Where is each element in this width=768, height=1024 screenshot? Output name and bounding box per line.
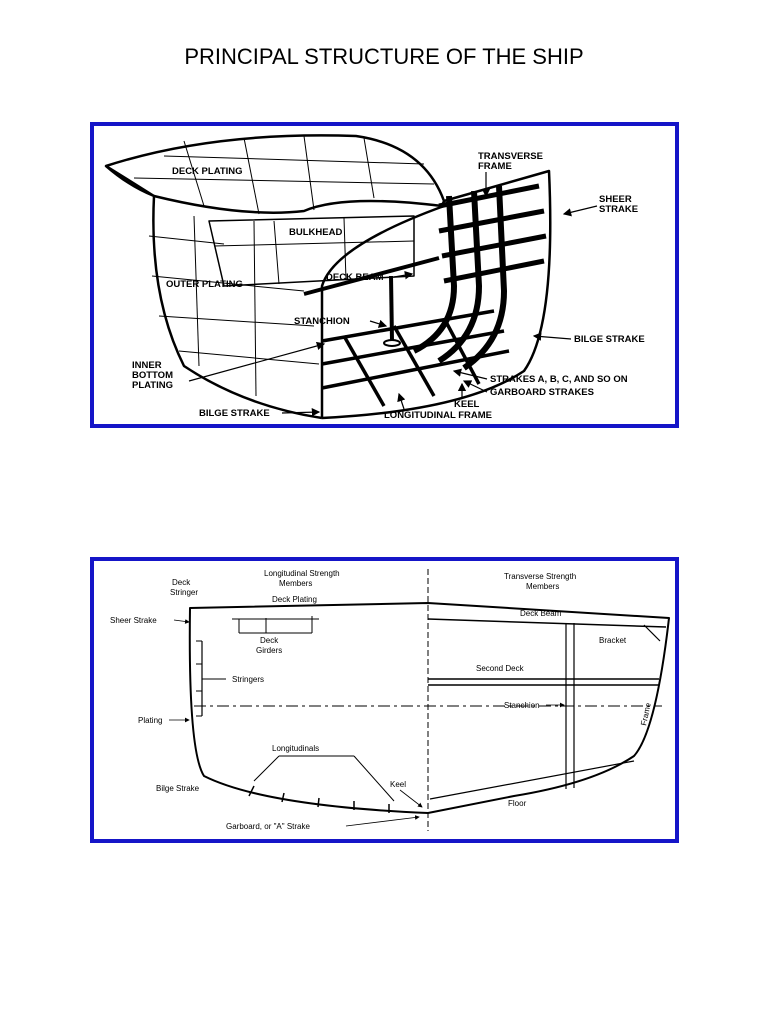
label-inner-bottom-2: BOTTOM	[132, 370, 173, 381]
label-bilge-strake-right: BILGE STRAKE	[574, 334, 645, 345]
midship-section-drawing: Longitudinal Strength Members Transverse…	[110, 569, 670, 831]
ship-structure-cutaway-figure: DECK PLATING TRANSVERSE FRAME SHEER STRA…	[90, 122, 679, 428]
page-title: PRINCIPAL STRUCTURE OF THE SHIP	[184, 44, 584, 69]
leader-keel	[399, 789, 423, 808]
outer-plating-grid	[148, 215, 320, 397]
label-longitudinal-members-1: Longitudinal Strength	[264, 569, 340, 578]
leader-stanchion	[369, 319, 388, 328]
label-transverse-frame-2: FRAME	[478, 161, 512, 172]
leader-garboard	[345, 815, 420, 827]
leader-bilge-strake-right	[532, 332, 572, 341]
label-deck-plating: Deck Plating	[272, 595, 317, 604]
label-inner-bottom-1: INNER	[132, 360, 162, 371]
section-labels: Longitudinal Strength Members Transverse…	[110, 569, 653, 831]
transverse-frames	[412, 183, 547, 371]
label-longitudinal-members-2: Members	[279, 579, 312, 588]
label-deck-beam: Deck Beam	[520, 609, 562, 618]
leader-garboard-strakes	[462, 380, 488, 393]
bottom-longitudinals	[248, 755, 395, 813]
label-keel: KEEL	[454, 399, 480, 410]
label-keel: Keel	[390, 780, 406, 789]
strength-members-section-figure: Longitudinal Strength Members Transverse…	[90, 557, 679, 843]
label-transverse-members-1: Transverse Strength	[504, 572, 576, 581]
label-garboard: Garboard, or "A" Strake	[226, 822, 310, 831]
deck-girders	[232, 616, 319, 634]
label-longitudinals: Longitudinals	[272, 744, 319, 753]
label-deck-girders-1: Deck	[260, 636, 279, 645]
cutaway-drawing: DECK PLATING TRANSVERSE FRAME SHEER STRA…	[104, 134, 645, 421]
label-transverse-frame-1: TRANSVERSE	[478, 151, 543, 162]
cutaway-labels: DECK PLATING TRANSVERSE FRAME SHEER STRA…	[132, 151, 645, 421]
transverse-members	[427, 618, 667, 800]
deck-plating-grid	[133, 135, 435, 215]
label-second-deck: Second Deck	[476, 664, 525, 673]
label-deck-plating: DECK PLATING	[172, 166, 243, 177]
label-stanchion: STANCHION	[294, 316, 350, 327]
leader-deck-beam	[393, 271, 414, 280]
label-longitudinal-frame: LONGITUDINAL FRAME	[384, 410, 492, 421]
label-transverse-members-2: Members	[526, 582, 559, 591]
leader-sheer-strake	[173, 619, 190, 624]
leader-strakes-abc	[452, 368, 488, 380]
label-deck-beam: DECK BEAM	[326, 272, 384, 283]
bulkhead	[208, 215, 415, 287]
label-sheer-strake-2: STRAKE	[599, 204, 638, 215]
label-strakes-abc: STRAKES A, B, C, AND SO ON	[490, 374, 628, 385]
label-bracket: Bracket	[599, 636, 627, 645]
label-sheer-strake-1: SHEER	[599, 194, 632, 205]
label-bulkhead: BULKHEAD	[289, 227, 342, 238]
label-deck-stringer-1: Deck	[172, 578, 191, 587]
label-bilge-strake-left: BILGE STRAKE	[199, 408, 270, 419]
leader-sheer-strake	[562, 205, 598, 217]
leader-inner-bottom	[188, 341, 326, 382]
label-deck-stringer-2: Stringer	[170, 588, 198, 597]
leader-longitudinal-frame	[397, 392, 406, 410]
label-inner-bottom-3: PLATING	[132, 380, 173, 391]
label-stringers: Stringers	[232, 675, 264, 684]
stringers-bracket	[196, 640, 226, 717]
label-stanchion: Stanchion	[504, 701, 540, 710]
label-floor: Floor	[508, 799, 527, 808]
label-garboard-strakes: GARBOARD STRAKES	[490, 387, 594, 398]
deck-beam	[303, 256, 440, 296]
label-deck-girders-2: Girders	[256, 646, 282, 655]
label-bilge-strake: Bilge Strake	[156, 784, 200, 793]
hull-section	[188, 569, 670, 831]
inner-bottom-grid	[321, 309, 510, 407]
label-plating: Plating	[138, 716, 162, 725]
label-sheer-strake: Sheer Strake	[110, 616, 157, 625]
leader-bilge-strake-left	[281, 407, 321, 417]
label-outer-plating: OUTER PLATING	[166, 279, 243, 290]
